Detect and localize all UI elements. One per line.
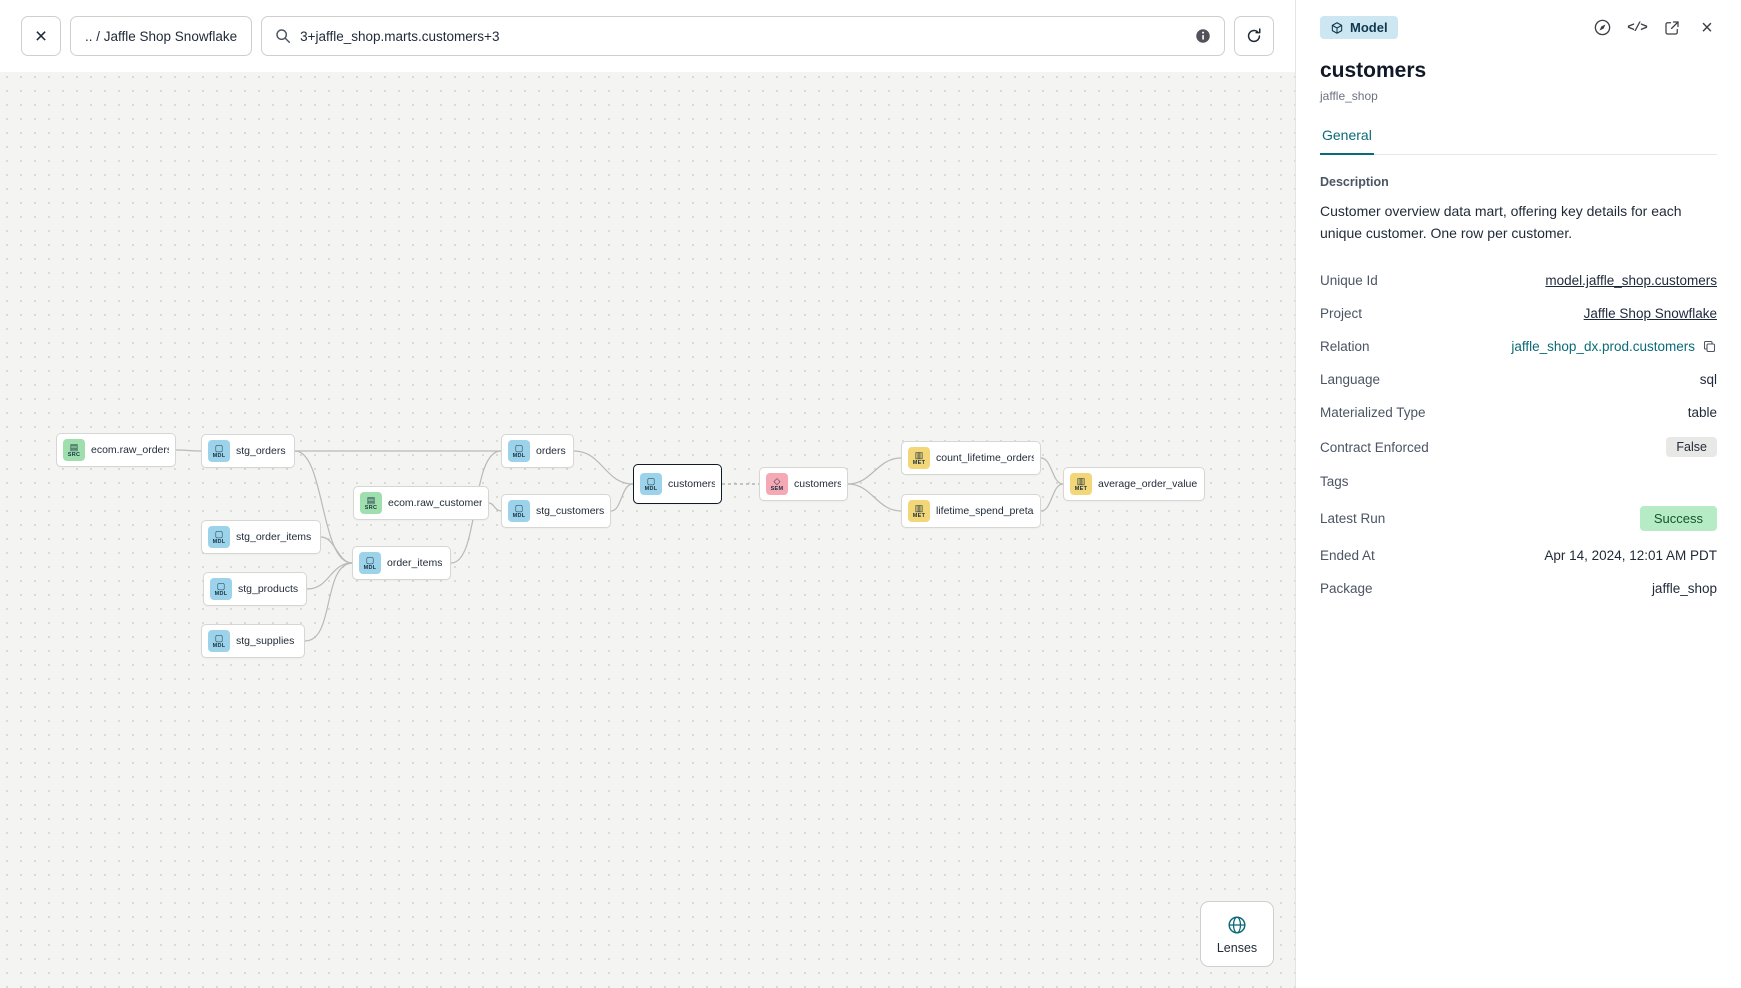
lenses-globe-icon <box>1228 915 1246 934</box>
view-lineage-button[interactable] <box>1592 18 1612 38</box>
model-icon: ▢MDL <box>208 440 230 462</box>
metric-icon: ▥MET <box>1070 473 1092 495</box>
metric-icon: ▥MET <box>908 500 930 522</box>
graph-node-stg-customers[interactable]: ▢MDL stg_customers <box>501 494 611 528</box>
field-contract-enforced: Contract Enforced False <box>1320 429 1717 465</box>
canvas-topbar: × .. / Jaffle Shop Snowflake <box>0 0 1295 72</box>
metric-icon: ▥MET <box>908 447 930 469</box>
graph-node-count-lifetime-orders[interactable]: ▥MET count_lifetime_orders <box>901 441 1041 475</box>
project-link[interactable]: Jaffle Shop Snowflake <box>1583 306 1717 322</box>
tab-general[interactable]: General <box>1320 127 1374 155</box>
graph-node-customers-selected[interactable]: ▢MDL customers <box>633 464 722 504</box>
model-icon: ▢MDL <box>210 578 232 600</box>
materialized-type-value: table <box>1687 405 1717 421</box>
graph-node-ecom-raw-customers[interactable]: ▤SRC ecom.raw_customers <box>353 486 489 520</box>
code-icon: </> <box>1627 20 1647 35</box>
model-icon: ▢MDL <box>508 440 530 462</box>
search-icon <box>276 29 291 44</box>
field-package: Package jaffle_shop <box>1320 581 1717 597</box>
description-text: Customer overview data mart, offering ke… <box>1320 203 1682 241</box>
model-icon: ▢MDL <box>208 526 230 548</box>
share-button[interactable] <box>1662 18 1682 38</box>
refresh-button[interactable] <box>1234 16 1274 56</box>
graph-node-stg-products[interactable]: ▢MDL stg_products <box>203 572 307 606</box>
graph-node-customers-semantic[interactable]: ◇SEM customers <box>759 467 848 501</box>
unique-id-link[interactable]: model.jaffle_shop.customers <box>1545 273 1717 289</box>
graph-node-order-items[interactable]: ▢MDL order_items <box>352 546 451 580</box>
graph-node-ecom-raw-orders[interactable]: ▤SRC ecom.raw_orders <box>56 433 176 467</box>
lineage-search <box>261 16 1225 56</box>
ended-at-value: Apr 14, 2024, 12:01 AM PDT <box>1544 548 1717 564</box>
project-subtitle: jaffle_shop <box>1320 89 1378 103</box>
field-project: Project Jaffle Shop Snowflake <box>1320 306 1717 322</box>
lenses-button[interactable]: Lenses <box>1200 901 1274 967</box>
panel-tabs: General <box>1320 127 1717 155</box>
refresh-icon <box>1247 28 1261 43</box>
field-relation: Relation jaffle_shop_dx.prod.customers <box>1320 330 1717 363</box>
view-code-button[interactable]: </> <box>1627 18 1647 38</box>
contract-enforced-badge: False <box>1666 437 1717 458</box>
language-value: sql <box>1699 372 1717 388</box>
details-panel: Model </> × <box>1295 0 1741 988</box>
close-icon: × <box>34 24 48 48</box>
field-unique-id: Unique Id model.jaffle_shop.customers <box>1320 273 1717 289</box>
graph-edges <box>175 449 1064 642</box>
info-icon[interactable] <box>1194 27 1212 45</box>
graph-node-stg-supplies[interactable]: ▢MDL stg_supplies <box>201 624 305 658</box>
graph-node-stg-order-items[interactable]: ▢MDL stg_order_items <box>201 520 321 554</box>
source-icon: ▤SRC <box>63 439 85 461</box>
model-badge-icon <box>1331 21 1343 34</box>
field-language: Language sql <box>1320 372 1717 388</box>
share-icon <box>1665 20 1679 35</box>
semantic-model-icon: ◇SEM <box>766 473 788 495</box>
resource-type-badge: Model <box>1320 16 1398 39</box>
field-ended-at: Ended At Apr 14, 2024, 12:01 AM PDT <box>1320 548 1717 564</box>
model-icon: ▢MDL <box>640 473 662 495</box>
graph-node-lifetime-spend-pretax[interactable]: ▥MET lifetime_spend_pretax <box>901 494 1041 528</box>
lenses-label: Lenses <box>1216 940 1258 955</box>
copy-icon[interactable] <box>1702 339 1717 354</box>
model-icon: ▢MDL <box>508 500 530 522</box>
lineage-compass-icon <box>1594 19 1610 36</box>
description-heading: Description <box>1320 175 1389 189</box>
search-input[interactable] <box>300 28 1186 44</box>
graph-node-stg-orders[interactable]: ▢MDL stg_orders <box>201 434 295 468</box>
close-icon: × <box>1701 16 1713 39</box>
status-badge: Success <box>1639 506 1717 532</box>
close-graph-button[interactable]: × <box>21 16 61 56</box>
package-value: jaffle_shop <box>1651 581 1717 597</box>
breadcrumb[interactable]: .. / Jaffle Shop Snowflake <box>70 16 253 56</box>
field-latest-run: Latest Run Success <box>1320 498 1717 539</box>
relation-value: jaffle_shop_dx.prod.customers <box>1511 339 1695 355</box>
graph-node-orders[interactable]: ▢MDL orders <box>501 434 574 468</box>
source-icon: ▤SRC <box>360 492 382 514</box>
lineage-canvas[interactable]: ▤SRC ecom.raw_orders ▢MDL stg_orders ▤SR… <box>0 0 1295 988</box>
field-materialized-type: Materialized Type table <box>1320 405 1717 421</box>
page-title: customers <box>1320 59 1427 82</box>
model-icon: ▢MDL <box>359 552 381 574</box>
field-tags: Tags <box>1320 474 1349 490</box>
model-icon: ▢MDL <box>208 630 230 652</box>
graph-node-average-order-value[interactable]: ▥MET average_order_value <box>1063 467 1205 501</box>
close-panel-button[interactable]: × <box>1697 18 1717 38</box>
